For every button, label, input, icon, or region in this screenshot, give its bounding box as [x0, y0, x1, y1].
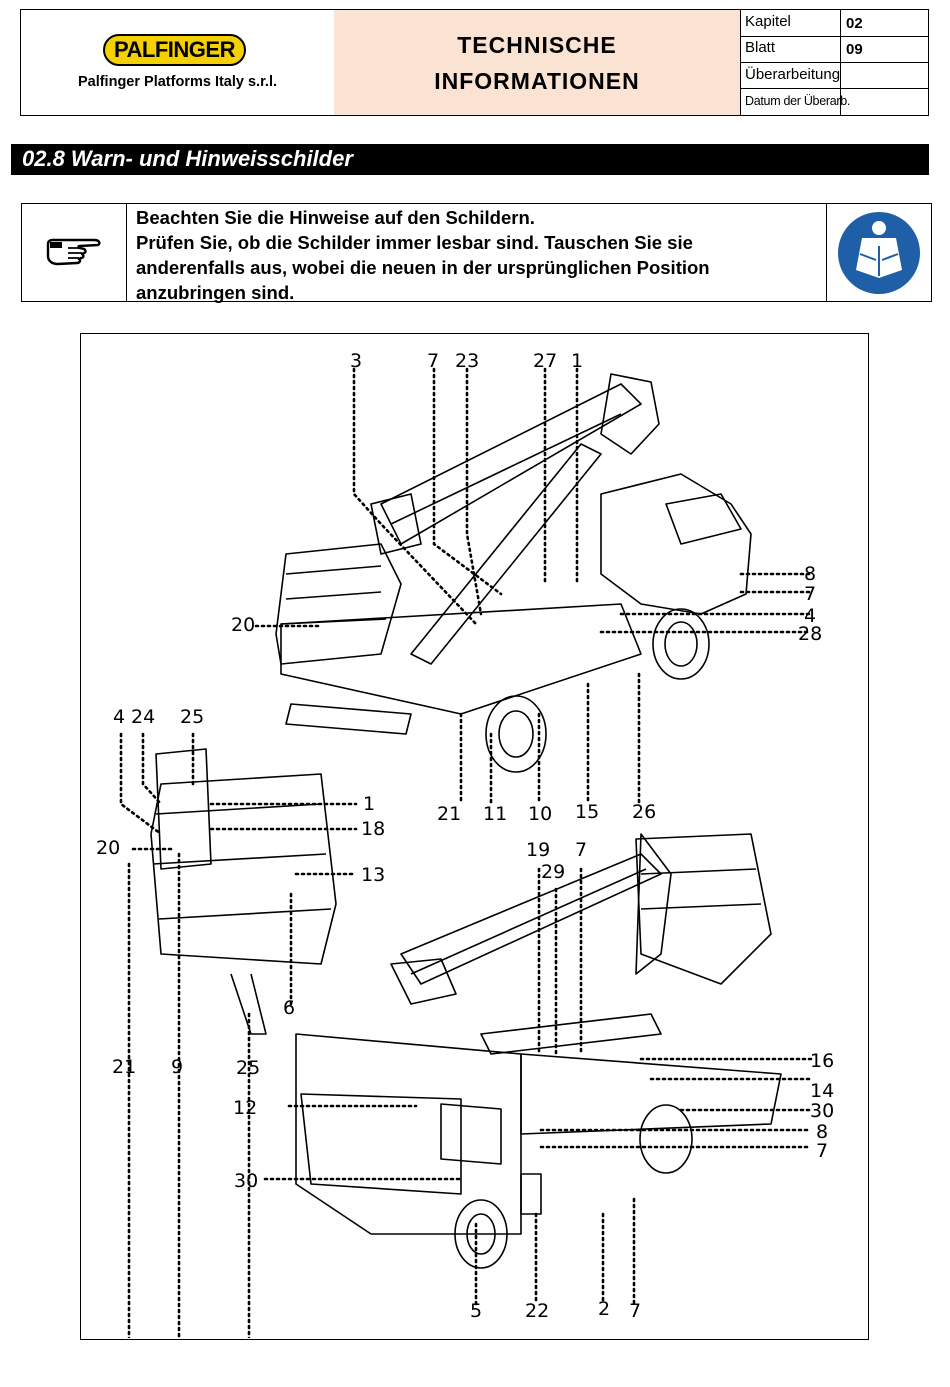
table-rule	[740, 62, 928, 63]
pointing-hand-icon	[44, 234, 104, 274]
chapter-value: 02	[846, 15, 863, 32]
callout-label: 26	[632, 801, 657, 823]
callout-label: 2	[598, 1298, 611, 1320]
callout-label: 20	[231, 614, 256, 636]
notice-line-3: anderenfalls aus, wobei die neuen in der…	[136, 257, 710, 278]
logo-cell: PALFINGER Palfinger Platforms Italy s.r.…	[21, 10, 335, 115]
callout-label: 22	[525, 1300, 550, 1322]
notice-line-2: Prüfen Sie, ob die Schilder immer lesbar…	[136, 232, 693, 253]
callout-label: 8	[816, 1121, 829, 1143]
callout-label: 25	[236, 1057, 261, 1079]
callout-label: 18	[361, 818, 386, 840]
table-rule	[740, 36, 928, 37]
section-heading: 02.8 Warn- und Hinweisschilder	[11, 144, 929, 175]
callout-label: 16	[810, 1050, 835, 1072]
callout-label: 21	[112, 1056, 137, 1078]
logo-text: PALFINGER	[114, 37, 235, 62]
notice-text: Beachten Sie die Hinweise auf den Schild…	[136, 205, 826, 305]
company-name: Palfinger Platforms Italy s.r.l.	[77, 74, 278, 90]
revision-table: Kapitel 02 Blatt 09 Überarbeitung Datum …	[740, 10, 928, 115]
callout-label: 1	[571, 350, 584, 372]
sheet-label: Blatt	[745, 39, 776, 56]
section-title: 02.8 Warn- und Hinweisschilder	[22, 146, 353, 171]
callout-label: 3	[350, 350, 363, 372]
notice-line-4: anzubringen sind.	[136, 282, 295, 303]
callout-label: 30	[234, 1170, 259, 1192]
chapter-label: Kapitel	[745, 13, 791, 30]
callout-label: 25	[180, 706, 205, 728]
callout-label: 7	[629, 1300, 642, 1322]
callout-label: 15	[575, 801, 600, 823]
truck-line-drawing	[119, 367, 813, 1338]
revision-label: Überarbeitung	[745, 66, 841, 83]
callout-label: 7	[427, 350, 440, 372]
callout-label: 24	[131, 706, 156, 728]
notice-divider	[126, 204, 127, 301]
callout-label: 30	[810, 1100, 835, 1122]
callout-label: 1	[363, 793, 376, 815]
notice-line-1: Beachten Sie die Hinweise auf den Schild…	[136, 207, 535, 228]
callout-label: 7	[804, 583, 817, 605]
callout-label: 7	[575, 839, 588, 861]
table-rule	[740, 88, 928, 89]
callout-label: 19	[526, 839, 551, 861]
document-title: TECHNISCHE INFORMATIONEN	[334, 10, 741, 115]
callout-label: 21	[437, 803, 462, 825]
callout-label: 12	[233, 1097, 258, 1119]
callout-label: 14	[810, 1080, 835, 1102]
read-manual-icon	[836, 210, 922, 296]
callout-label: 4	[804, 605, 817, 627]
notice-divider	[826, 204, 827, 301]
callout-label: 5	[470, 1300, 483, 1322]
callout-label: 13	[361, 864, 386, 886]
palfinger-logo: PALFINGER	[103, 34, 246, 66]
revision-date-label: Datum der Überarb.	[745, 94, 851, 108]
page-header: PALFINGER Palfinger Platforms Italy s.r.…	[20, 9, 929, 116]
title-line-2: INFORMATIONEN	[434, 67, 640, 94]
callout-label: 11	[483, 803, 508, 825]
callout-label: 28	[798, 623, 823, 645]
sheet-value: 09	[846, 41, 863, 58]
callout-label: 7	[816, 1140, 829, 1162]
callout-label: 8	[804, 563, 817, 585]
notice-box: Beachten Sie die Hinweise auf den Schild…	[21, 203, 932, 305]
decal-position-figure: 3 7 23 27 1 8 7 4 28 20 21 11 10 15 26 4…	[80, 333, 869, 1340]
callout-label: 23	[455, 350, 480, 372]
callout-label: 9	[171, 1056, 184, 1078]
callout-label: 4	[113, 706, 126, 728]
title-line-1: TECHNISCHE	[457, 31, 617, 58]
callout-label: 6	[283, 997, 296, 1019]
callout-label: 10	[528, 803, 553, 825]
callout-label: 27	[533, 350, 558, 372]
callout-label: 20	[96, 837, 121, 859]
callout-label: 29	[541, 861, 566, 883]
